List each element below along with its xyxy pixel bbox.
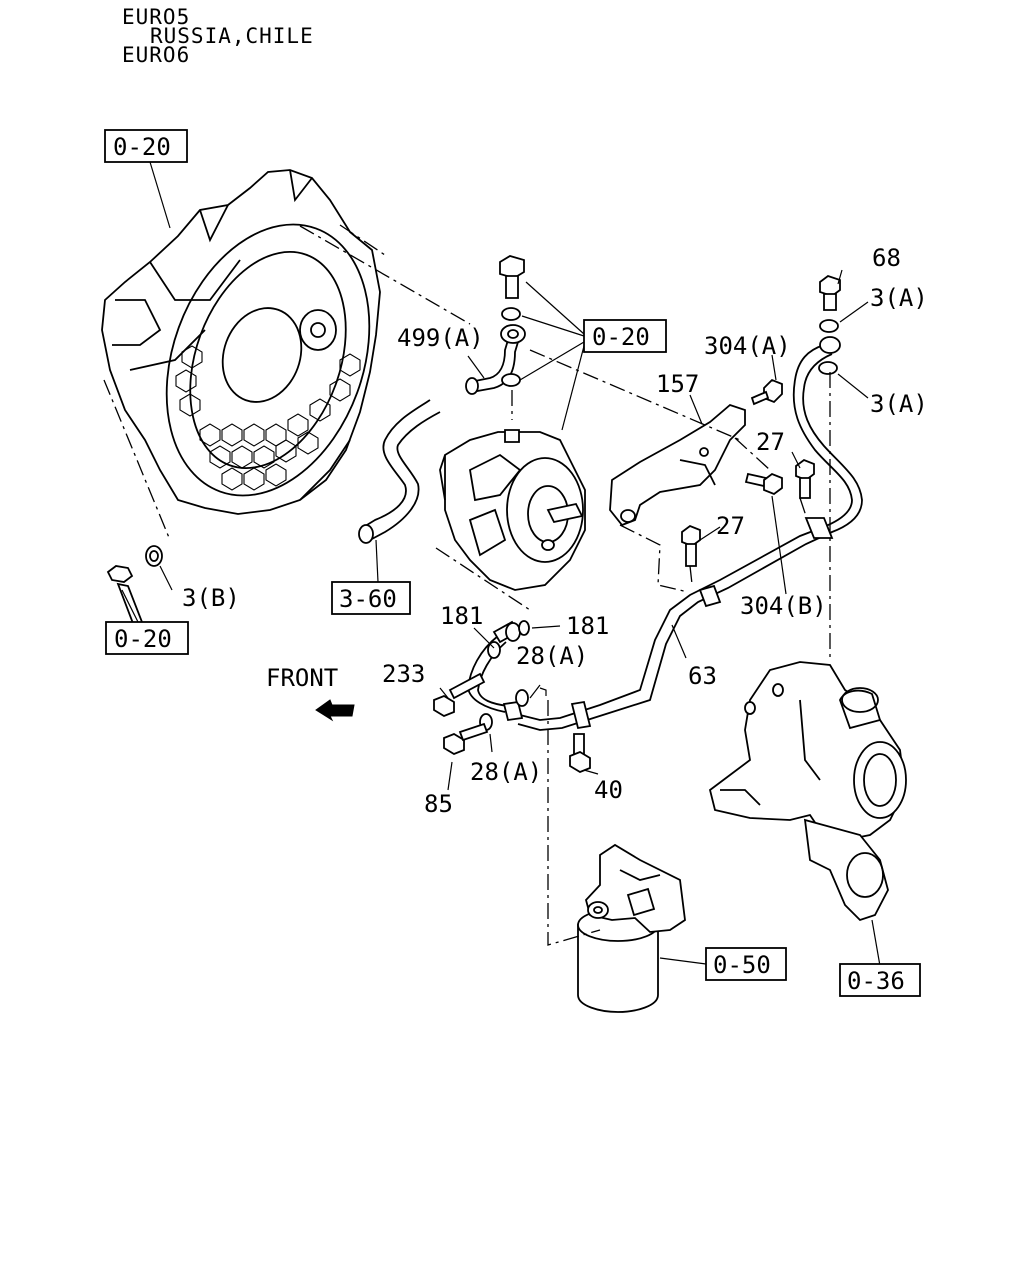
- bolt-233: [433, 672, 486, 718]
- ref-box-label: 0-36: [847, 967, 905, 995]
- ref-box-label: 3-60: [339, 585, 397, 613]
- washer-28a-upper: [515, 689, 529, 707]
- header-line-2: RUSSIA,CHILE: [150, 24, 314, 48]
- callout-499a: 499(A): [397, 324, 484, 352]
- oil-pipe-63: [517, 336, 863, 731]
- front-label: FRONT: [266, 664, 338, 692]
- turbocharger: [708, 661, 907, 922]
- alignment-lines: [103, 224, 831, 946]
- bolt-40: [569, 733, 591, 774]
- ref-box-vacuum-pump[interactable]: 0-20: [583, 319, 667, 353]
- ref-box-label: 0-20: [592, 323, 650, 351]
- oil-pipe-lower: [467, 620, 524, 722]
- header-line-1: EURO5: [122, 5, 190, 29]
- vacuum-pump: [439, 429, 586, 591]
- washer-upper: [501, 307, 521, 321]
- arrow-left-icon: [315, 699, 355, 722]
- vacuum-hose: [358, 399, 441, 544]
- bolt-304b: [744, 472, 783, 496]
- leader-lines: [121, 161, 881, 967]
- bolt-85: [443, 722, 489, 756]
- callout-3b: 3(B): [182, 584, 240, 612]
- callout-68: 68: [872, 244, 901, 272]
- callout-181-left: 181: [440, 602, 483, 630]
- washer-181: [518, 620, 530, 636]
- ref-box-bolt-3b[interactable]: 0-20: [105, 621, 189, 655]
- callout-157: 157: [656, 370, 699, 398]
- washer-3a-bottom: [818, 361, 838, 375]
- washer-3a-top: [819, 319, 839, 333]
- bolt-27-lower: [681, 524, 701, 567]
- callout-63: 63: [688, 662, 717, 690]
- bolt-304a: [750, 378, 783, 406]
- flywheel-housing: [101, 169, 381, 515]
- bolt-27-upper: [795, 458, 815, 499]
- ref-box-label: 0-20: [113, 133, 171, 161]
- ref-box-hose[interactable]: 3-60: [331, 581, 411, 615]
- callout-28a-upper: 28(A): [516, 642, 588, 670]
- eye-bolt-top: [499, 255, 525, 299]
- ref-box-label: 0-50: [713, 951, 771, 979]
- callout-304b: 304(B): [740, 592, 827, 620]
- callout-28a-lower: 28(A): [470, 758, 542, 786]
- ref-box-flywheel-housing[interactable]: 0-20: [104, 129, 188, 163]
- callout-40: 40: [594, 776, 623, 804]
- callout-233: 233: [382, 660, 425, 688]
- bolt-68: [819, 274, 841, 311]
- oil-filter: [577, 843, 686, 1013]
- callout-3a-top: 3(A): [870, 284, 928, 312]
- callout-304a: 304(A): [704, 332, 791, 360]
- callout-27-lower: 27: [716, 512, 745, 540]
- callout-181-right: 181: [566, 612, 609, 640]
- bracket-157: [609, 403, 746, 527]
- callout-27-upper: 27: [756, 428, 785, 456]
- ref-box-label: 0-20: [114, 625, 172, 653]
- callout-85: 85: [424, 790, 453, 818]
- callout-3a-bottom: 3(A): [870, 390, 928, 418]
- ref-box-turbocharger[interactable]: 0-36: [839, 963, 921, 997]
- washer-lower: [501, 373, 521, 387]
- washer-3b: [145, 545, 163, 567]
- header-line-3: EURO6: [122, 43, 190, 67]
- ref-box-oil-filter[interactable]: 0-50: [705, 947, 787, 981]
